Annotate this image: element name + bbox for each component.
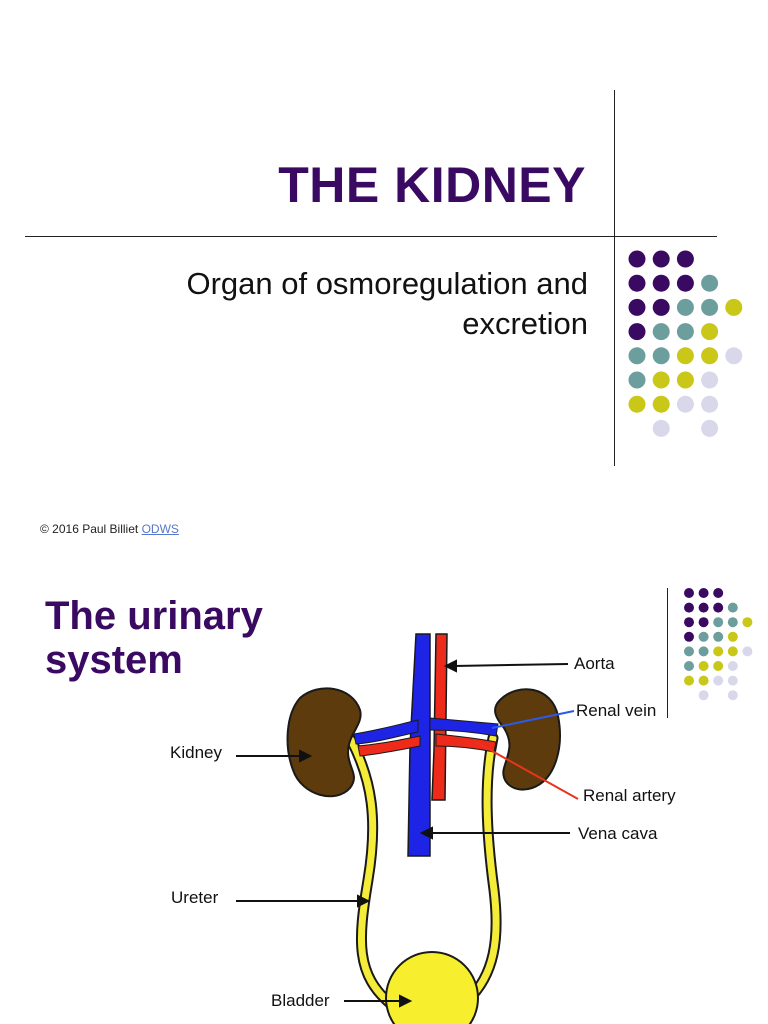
decorative-dot [652,371,670,389]
renal-artery-pointer [475,741,579,800]
decorative-dot [727,690,738,701]
aorta [431,633,448,801]
decorative-dot [725,298,743,316]
decorative-dot [713,617,724,628]
vertical-divider [667,588,668,718]
decorative-dot [628,298,646,316]
decorative-dot [701,298,719,316]
decorative-dot [684,631,694,642]
decorative-dot [698,646,709,657]
decorative-dot [727,646,738,657]
decorative-dot [698,690,709,701]
decorative-dot [701,274,719,292]
decorative-dot [713,661,724,671]
decorative-dot [684,588,694,598]
dot-pattern-decoration [628,250,743,437]
decorative-dot [652,250,670,268]
decorative-dot [742,617,753,628]
label-vena-cava: Vena cava [578,824,658,843]
urinary-system-diagram [236,588,753,1024]
decorative-dot [698,588,709,598]
decorative-dot [727,617,738,628]
decorative-dot [713,675,724,686]
decorative-dot [727,631,738,642]
label-renal-vein: Renal vein [576,701,657,720]
decorative-dot [701,371,719,389]
decorative-dot [628,347,646,365]
decorative-dot [701,395,719,413]
decorative-dot [725,347,743,365]
left-kidney [286,687,362,798]
decorative-dot [698,631,709,642]
decorative-dot [684,675,694,686]
decorative-dot [676,250,694,268]
decorative-dot [713,588,724,598]
decorative-dot [727,675,738,686]
decorative-dot [628,395,646,413]
bladder [385,951,479,1024]
renal-vein-left [353,719,419,745]
decorative-dot [652,274,670,292]
decorative-dot [713,646,724,657]
decorative-dot [713,631,724,642]
decorative-dot [684,602,694,613]
label-bladder: Bladder [271,991,330,1010]
renal-vein-pointer [491,710,575,729]
urinary-system-slide: The urinary system [0,560,768,1024]
label-renal-artery: Renal artery [583,786,676,805]
decorative-dot [698,675,709,686]
decorative-dot [698,661,709,671]
decorative-dot [684,617,694,628]
title-slide: THE KIDNEY Organ of osmoregulation and e… [25,90,743,536]
decorative-dot [676,347,694,365]
label-ureter: Ureter [171,888,219,907]
copyright-credit: © 2016 Paul Billiet ODWS [40,522,179,536]
decorative-dot [742,646,753,657]
slide-title: THE KIDNEY [278,157,586,213]
decorative-dot [701,419,719,437]
decorative-dot [628,323,646,341]
renal-artery-left [357,735,421,757]
slide-subtitle: Organ of osmoregulation and excretion [186,266,588,341]
decorative-dot [701,347,719,365]
decorative-dot [676,395,694,413]
decorative-dot [684,661,694,671]
decorative-dot [628,250,646,268]
dot-pattern-decoration [684,588,753,701]
decorative-dot [676,371,694,389]
odws-link[interactable]: ODWS [141,522,179,536]
right-kidney [494,688,561,791]
decorative-dot [676,323,694,341]
decorative-dot [727,602,738,613]
decorative-dot [684,646,694,657]
decorative-dot [698,602,709,613]
decorative-dot [676,298,694,316]
decorative-dot [713,602,724,613]
decorative-dot [628,274,646,292]
decorative-dot [628,371,646,389]
decorative-dot [652,323,670,341]
horizontal-divider [25,236,717,237]
credit-text: © 2016 Paul Billiet [40,522,142,536]
renal-vein-right [429,717,499,737]
decorative-dot [652,347,670,365]
label-arrows [236,659,570,1008]
decorative-dot [652,298,670,316]
slide-title: The urinary system [45,594,263,682]
decorative-dot [676,274,694,292]
decorative-dot [701,323,719,341]
label-kidney: Kidney [170,743,222,762]
decorative-dot [698,617,709,628]
decorative-dot [652,419,670,437]
label-aorta: Aorta [574,654,615,673]
decorative-dot [727,661,738,671]
decorative-dot [652,395,670,413]
vertical-divider [614,90,615,466]
